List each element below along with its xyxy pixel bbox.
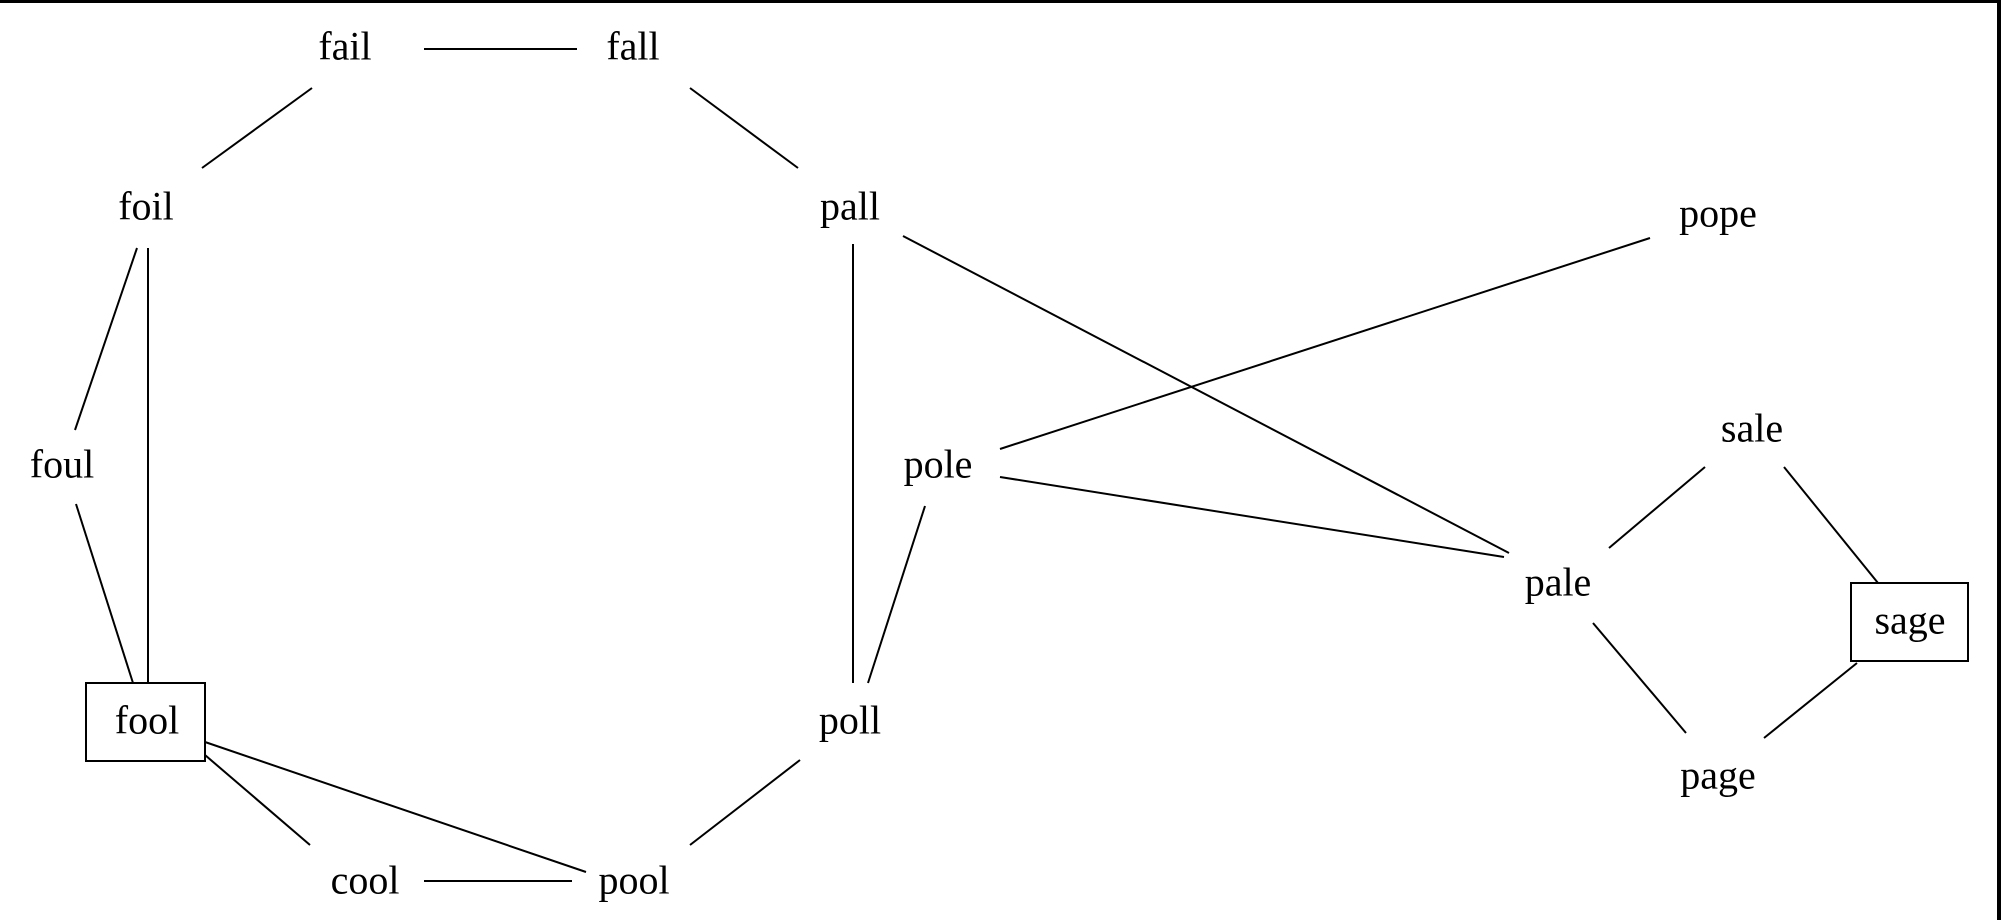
node-label-sage: sage bbox=[1874, 598, 1945, 643]
nodes-layer: fail fall foil pall pope foul pole sale pale sage… bbox=[30, 24, 1969, 903]
node-pope: pope bbox=[1679, 191, 1757, 236]
edge-foul-fool bbox=[75, 503, 134, 684]
node-label-fall: fall bbox=[606, 24, 659, 69]
node-pool: pool bbox=[598, 858, 669, 903]
node-sage: sage bbox=[1850, 582, 1969, 662]
edge-page-sage bbox=[1763, 662, 1858, 739]
node-pole: pole bbox=[904, 442, 973, 487]
node-label-pale: pale bbox=[1525, 560, 1592, 605]
node-label-sale: sale bbox=[1721, 406, 1783, 451]
edge-fall-pall bbox=[689, 87, 799, 169]
node-poll: poll bbox=[819, 698, 881, 743]
node-fail: fail bbox=[318, 24, 371, 69]
edges-layer bbox=[74, 48, 1879, 882]
node-label-cool: cool bbox=[331, 858, 400, 903]
edge-foil-foul bbox=[74, 247, 138, 431]
edge-pool-poll bbox=[689, 759, 801, 846]
edge-pale-page bbox=[1592, 622, 1687, 734]
edge-pole-pope bbox=[999, 237, 1651, 450]
node-label-pall: pall bbox=[820, 184, 880, 229]
edge-fail-foil bbox=[201, 87, 313, 169]
node-label-page: page bbox=[1680, 753, 1756, 798]
node-label-pole: pole bbox=[904, 442, 973, 487]
edge-poll-pole bbox=[867, 505, 926, 684]
node-box-sage bbox=[1850, 582, 1969, 662]
node-label-poll: poll bbox=[819, 698, 881, 743]
node-foul: foul bbox=[30, 442, 94, 487]
node-label-fool: fool bbox=[115, 698, 179, 743]
edge-pall-pale bbox=[902, 235, 1510, 554]
node-label-foul: foul bbox=[30, 442, 94, 487]
edge-fool-cool bbox=[204, 754, 311, 846]
node-label-fail: fail bbox=[318, 24, 371, 69]
node-fool: fool bbox=[85, 682, 206, 762]
edge-pale-sale bbox=[1608, 466, 1706, 549]
node-cool: cool bbox=[331, 858, 400, 903]
node-label-pope: pope bbox=[1679, 191, 1757, 236]
node-pall: pall bbox=[820, 184, 880, 229]
node-label-pool: pool bbox=[598, 858, 669, 903]
node-fall: fall bbox=[606, 24, 659, 69]
edge-fool-pool bbox=[204, 741, 587, 873]
node-box-fool bbox=[85, 682, 206, 762]
node-pale: pale bbox=[1525, 560, 1592, 605]
node-sale: sale bbox=[1721, 406, 1783, 451]
edge-pole-pale bbox=[999, 476, 1505, 558]
node-foil: foil bbox=[118, 184, 174, 229]
edge-sale-sage bbox=[1783, 466, 1879, 584]
node-page: page bbox=[1680, 753, 1756, 798]
node-label-foil: foil bbox=[118, 184, 174, 229]
